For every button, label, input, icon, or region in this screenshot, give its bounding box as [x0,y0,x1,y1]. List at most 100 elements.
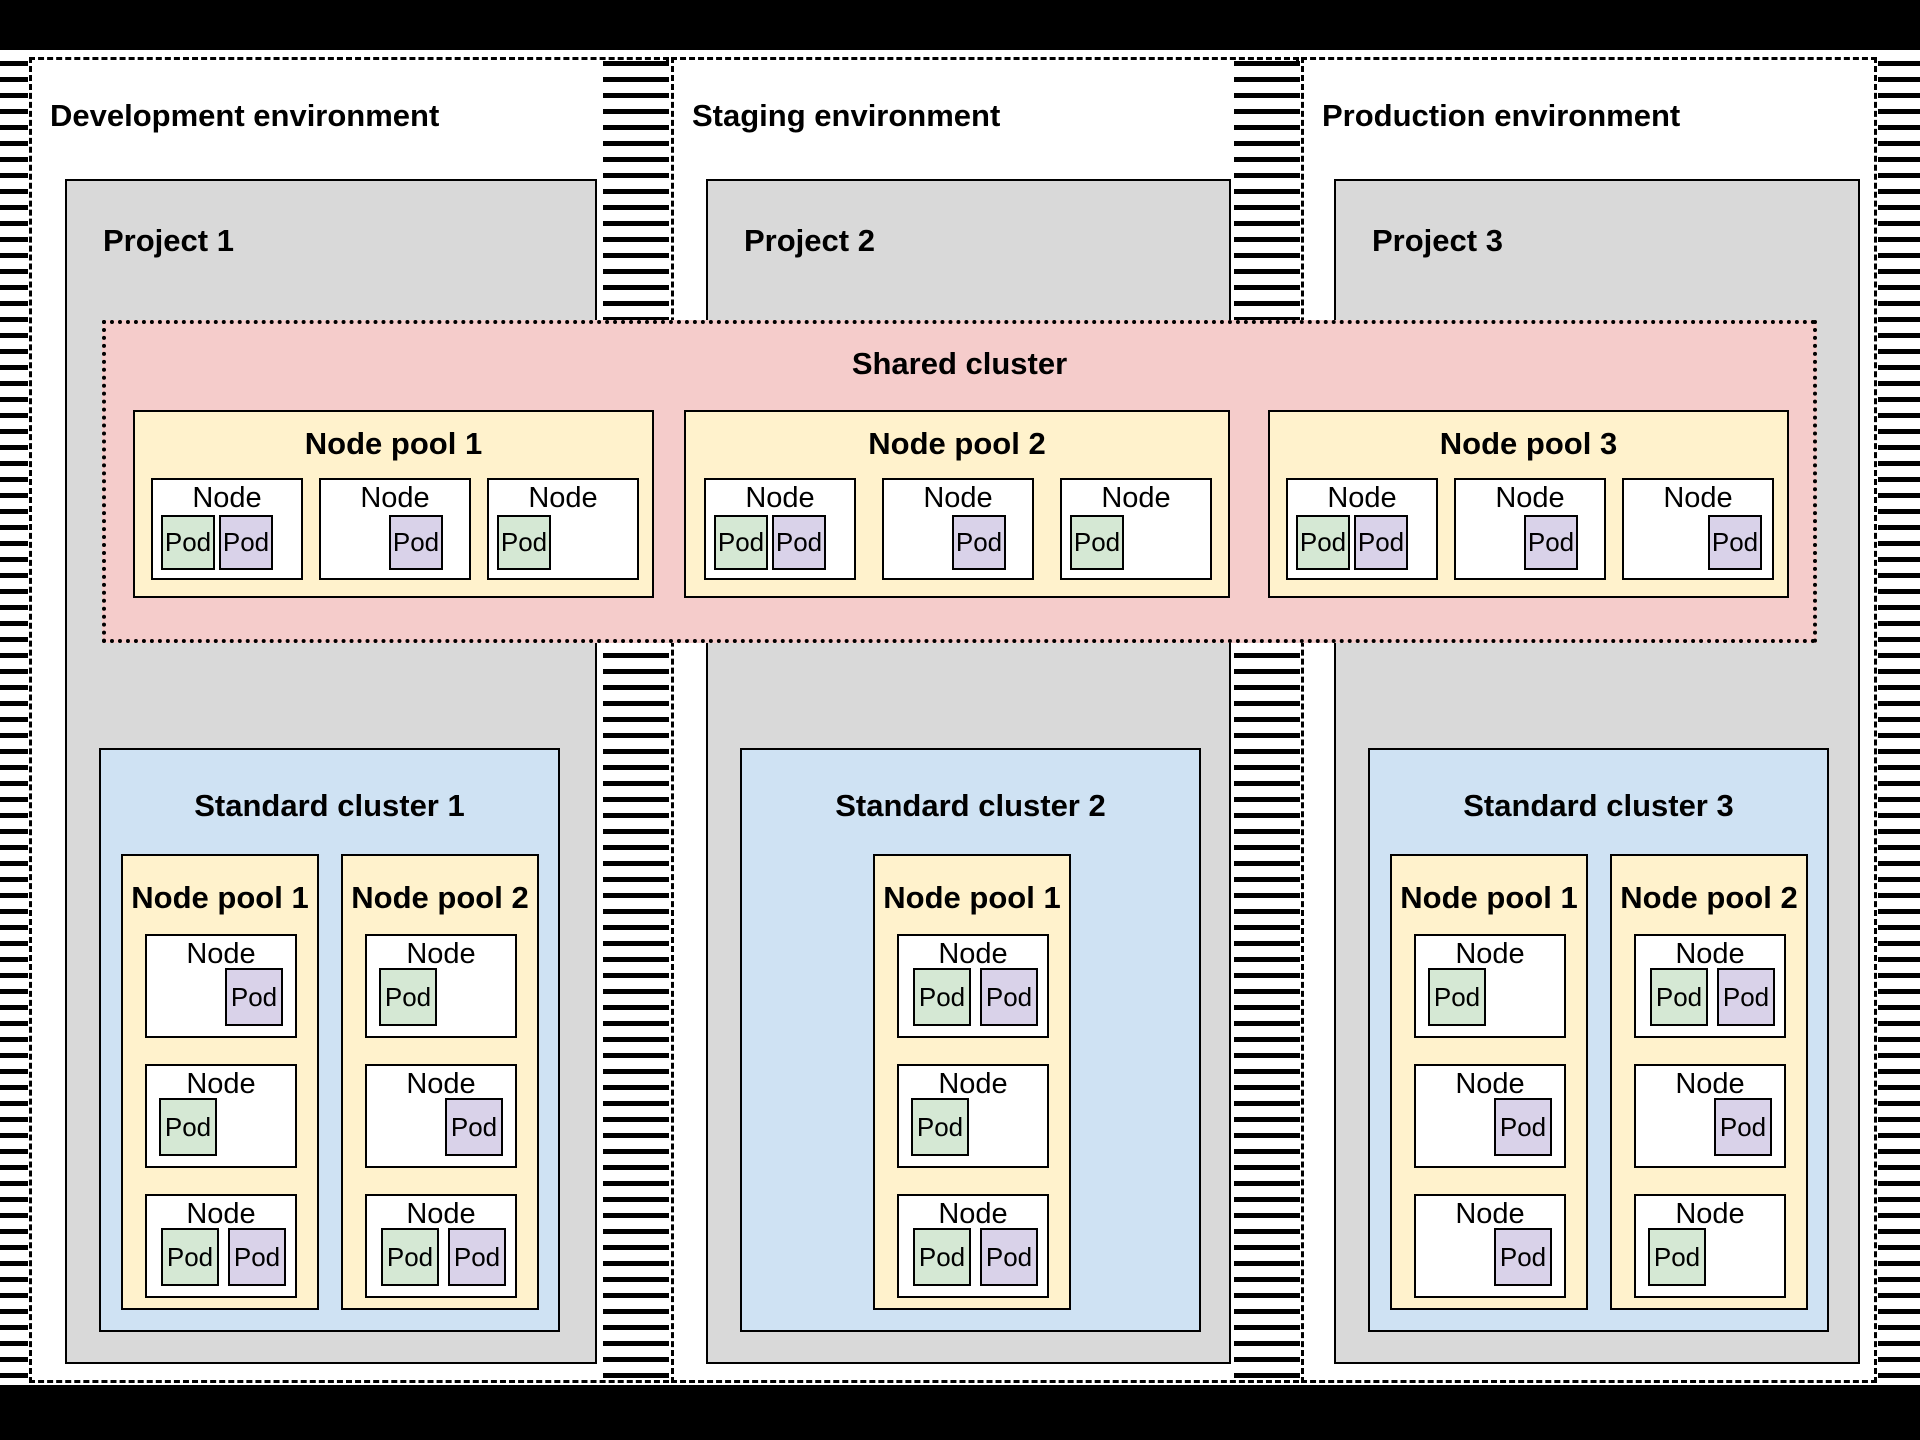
node-label: Node [1455,938,1525,970]
purple-pod: Pod [225,968,283,1026]
node-label: Node [1675,1068,1745,1100]
node-label: Node [745,482,815,514]
purple-pod: Pod [1717,968,1775,1026]
node-pool-title: Node pool 2 [1620,880,1798,915]
node-label: Node [1663,482,1733,514]
node-label: Node [938,938,1008,970]
standard-cluster-title: Standard cluster 2 [835,788,1106,823]
node-pool-title: Node pool 1 [1400,880,1578,915]
green-pod: Pod [1428,968,1486,1026]
node-pool-title: Node pool 2 [351,880,529,915]
green-pod: Pod [1070,515,1124,570]
node-label: Node [360,482,430,514]
purple-pod: Pod [219,515,273,570]
top-border-bar [0,0,1920,50]
node-pool-title: Node pool 1 [883,880,1061,915]
green-pod: Pod [159,1098,217,1156]
boundary-hatch-dev-staging [603,61,669,1380]
purple-pod: Pod [448,1228,506,1286]
green-pod: Pod [913,968,971,1026]
purple-pod: Pod [1354,515,1408,570]
green-pod: Pod [913,1228,971,1286]
boundary-hatch-staging-prod [1234,61,1300,1380]
node-label: Node [938,1068,1008,1100]
project-label: Project 3 [1372,223,1503,258]
project-label: Project 1 [103,223,234,258]
green-pod: Pod [714,515,768,570]
green-pod: Pod [161,1228,219,1286]
node-label: Node [186,1068,256,1100]
shared-cluster-title: Shared cluster [851,346,1068,381]
purple-pod: Pod [1714,1098,1772,1156]
purple-pod: Pod [1494,1098,1552,1156]
purple-pod: Pod [772,515,826,570]
purple-pod: Pod [980,1228,1038,1286]
node-label: Node [406,938,476,970]
node-label: Node [1455,1068,1525,1100]
node-label: Node [1675,938,1745,970]
green-pod: Pod [1650,968,1708,1026]
green-pod: Pod [1296,515,1350,570]
green-pod: Pod [161,515,215,570]
node-label: Node [406,1198,476,1230]
purple-pod: Pod [980,968,1038,1026]
node-pool-title: Node pool 1 [304,426,483,461]
node-label: Node [406,1068,476,1100]
bottom-border-bar [0,1385,1920,1440]
node-label: Node [186,938,256,970]
node-label: Node [1327,482,1397,514]
environment-label: Development environment [50,98,440,133]
node-pool-title: Node pool 3 [1439,426,1618,461]
node-label: Node [1101,482,1171,514]
node-label: Node [923,482,993,514]
node-label: Node [1495,482,1565,514]
green-pod: Pod [381,1228,439,1286]
node-label: Node [1675,1198,1745,1230]
green-pod: Pod [497,515,551,570]
purple-pod: Pod [1708,515,1762,570]
node-label: Node [186,1198,256,1230]
standard-cluster-title: Standard cluster 3 [1463,788,1734,823]
boundary-hatch-left [0,61,28,1380]
environment-label: Production environment [1322,98,1681,133]
node-label: Node [938,1198,1008,1230]
purple-pod: Pod [952,515,1006,570]
node-label: Node [528,482,598,514]
purple-pod: Pod [1494,1228,1552,1286]
